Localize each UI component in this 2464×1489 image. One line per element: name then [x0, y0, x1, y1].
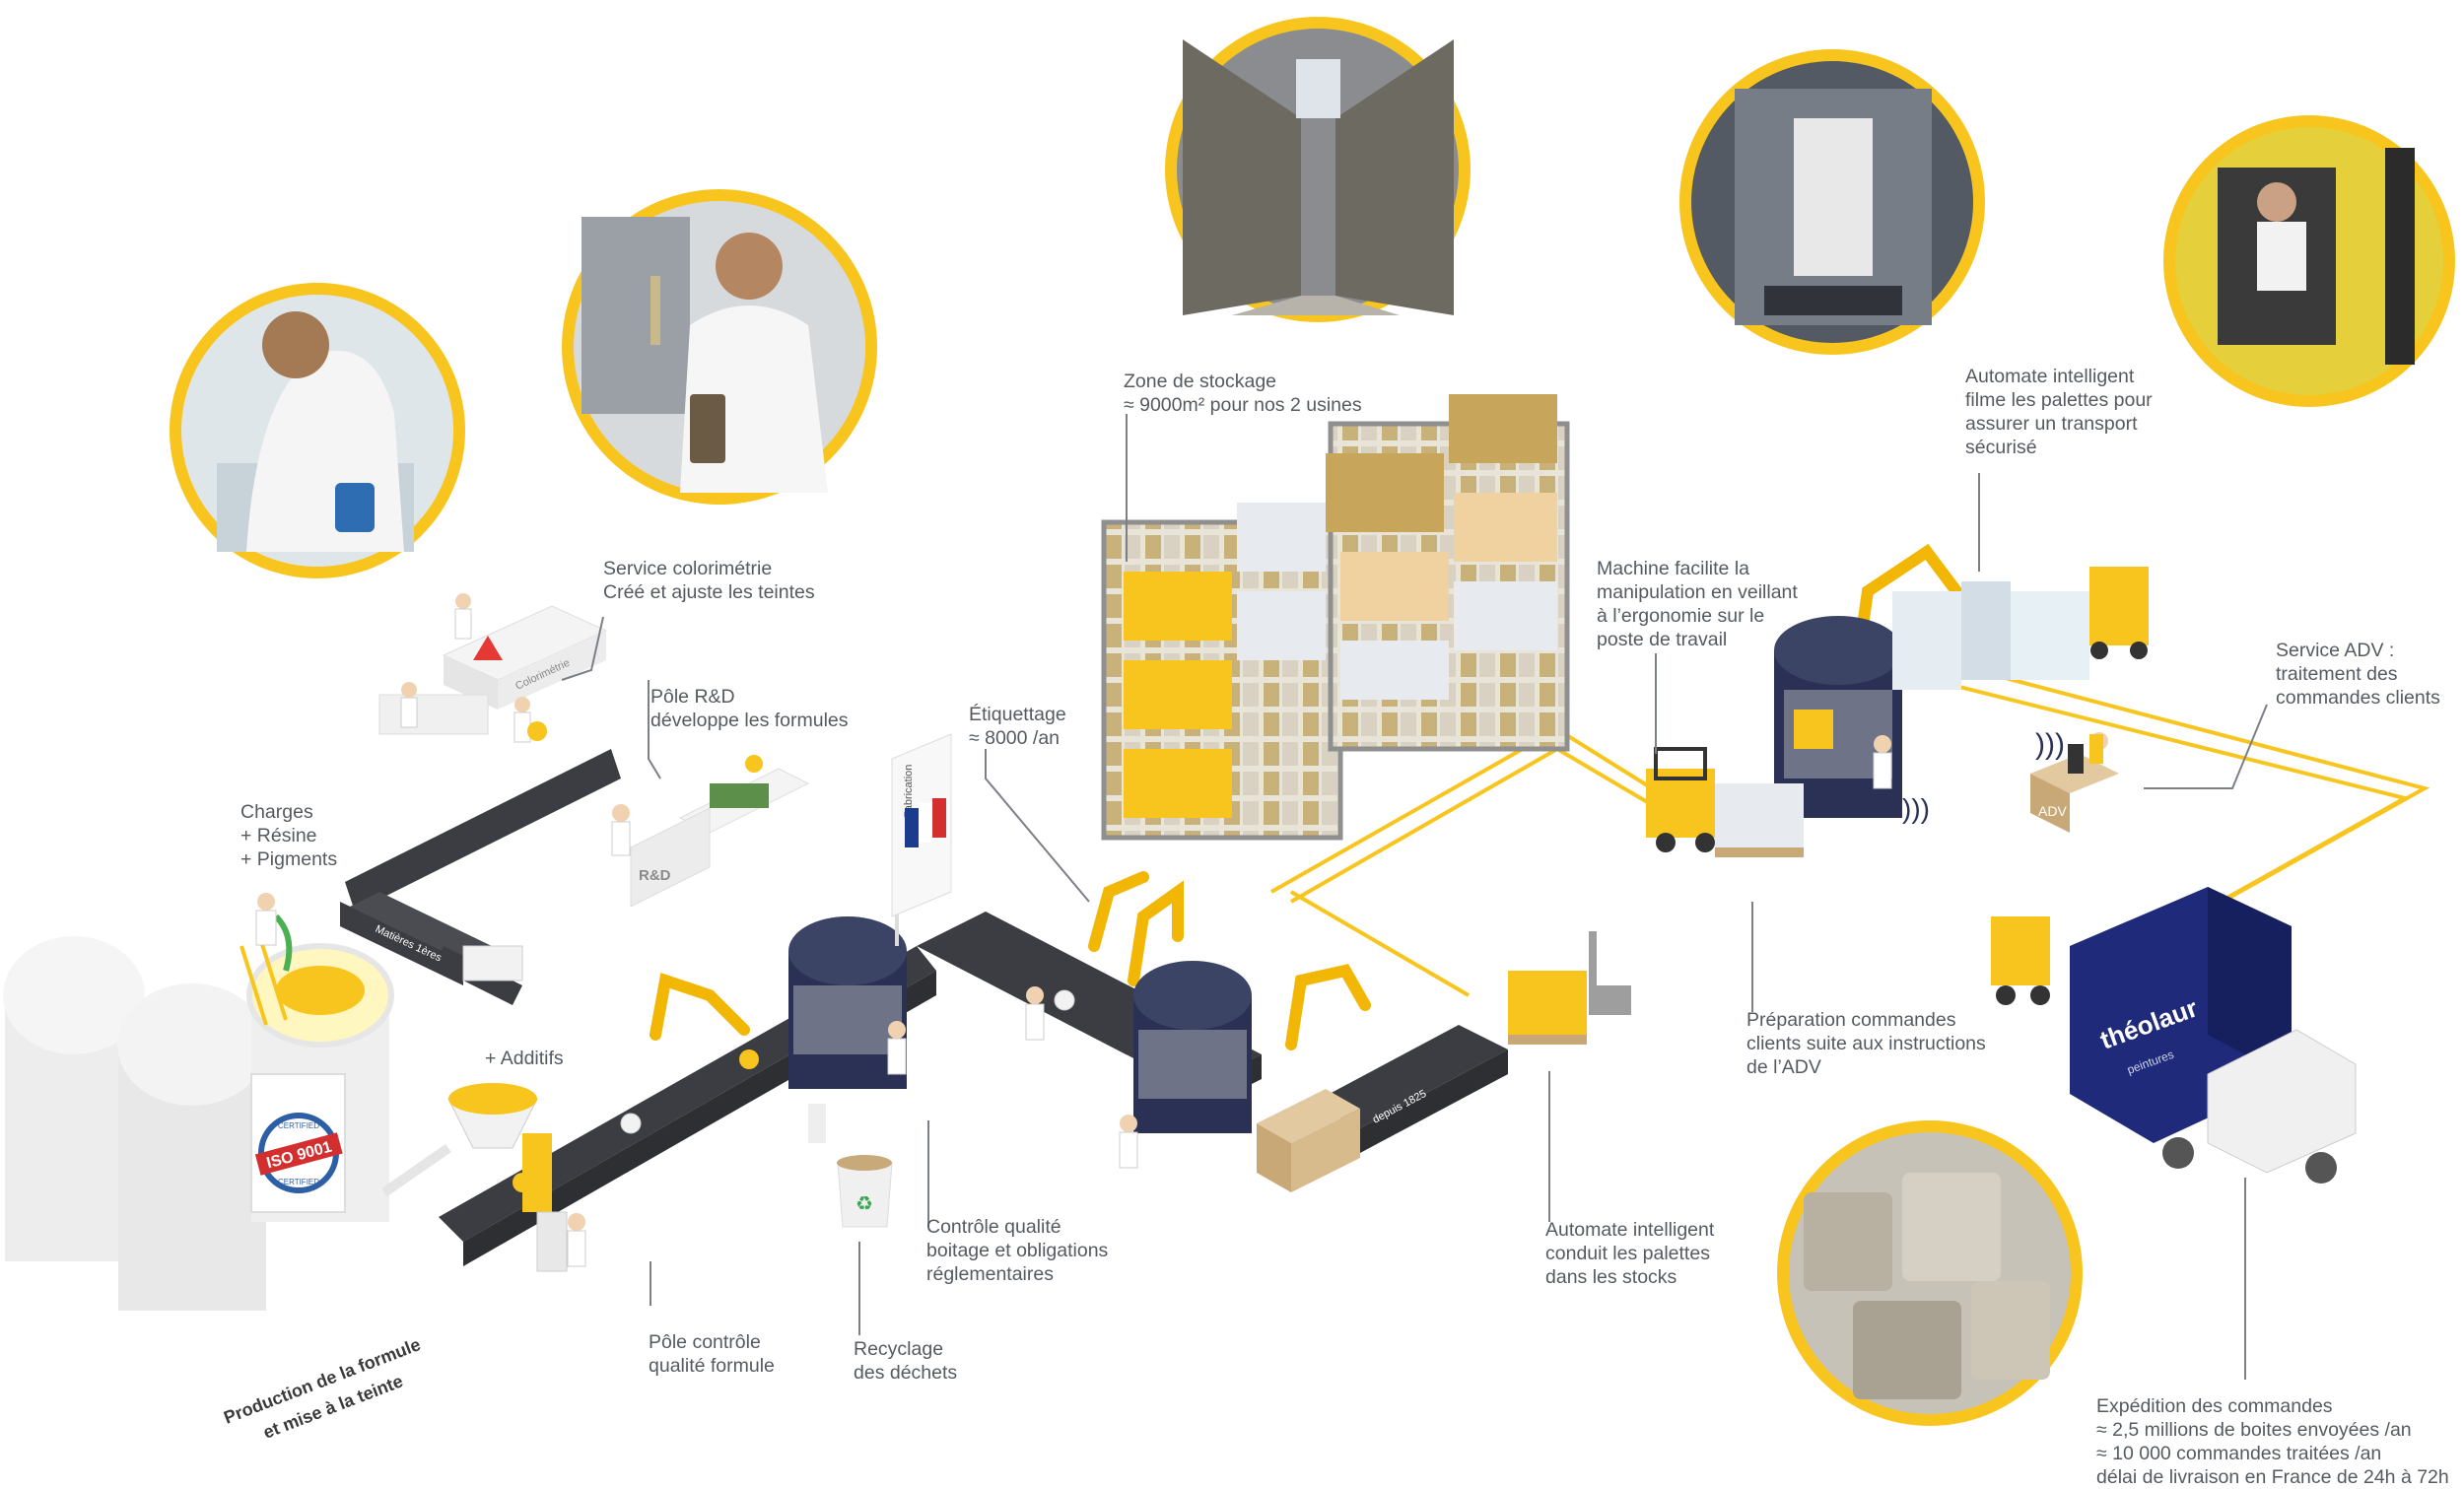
recycling-bag: ♻ — [837, 1155, 893, 1228]
leader-lines — [561, 414, 2268, 1380]
worker-on-ladder — [240, 893, 288, 1026]
capping-machine-1 — [788, 916, 907, 1143]
wood-pallets — [1257, 1089, 1360, 1192]
robot-arm-2 — [1128, 880, 1184, 986]
photo-warehouse-aisle — [1165, 17, 1471, 322]
label-charges: Charges + Résine + Pigments — [240, 801, 338, 870]
adv-text: ADV — [2038, 803, 2067, 819]
label-zone-stockage: Zone de stockage ≈ 9000m² pour nos 2 usi… — [1124, 371, 1362, 416]
signal-waves-icon: ))) — [2035, 728, 2065, 761]
storage-racks — [1101, 394, 1570, 841]
label-pole-controle: Pôle contrôle qualité formule — [649, 1331, 775, 1377]
forklift-preparation — [1646, 747, 1804, 857]
label-automate-filme: Automate intelligent filme les palettes … — [1965, 366, 2153, 458]
delivery-truck: théolaur peintures — [1991, 887, 2357, 1184]
pallet-output — [1508, 931, 1631, 1045]
mixer-hopper — [381, 1083, 586, 1272]
robot-arm-5 — [1088, 871, 1149, 952]
label-expedition: Expédition des commandes ≈ 2,5 millions … — [2096, 1395, 2449, 1488]
fabrication-text: Fabrication — [903, 765, 915, 818]
photo-chemist — [562, 189, 877, 505]
iso-9001-badge: ISO 9001 CERTIFIED CERTIFIED — [250, 1073, 346, 1213]
photo-packaging-machine — [1679, 49, 1985, 355]
label-controle-qualite: Contrôle qualité boitage et obligations … — [926, 1216, 1109, 1285]
robot-arm-3 — [1285, 964, 1371, 1050]
film-wrapper — [1892, 567, 2149, 690]
photo-paint-cans — [1777, 1120, 2083, 1426]
rd-desk: R&D — [611, 755, 810, 908]
label-automate-conduit: Automate intelligent conduit les palette… — [1545, 1219, 1715, 1288]
capping-machine-2 — [1133, 961, 1252, 1133]
photo-lab-technician — [170, 283, 465, 578]
label-pole-rd: Pôle R&D développe les formules — [650, 686, 849, 731]
label-additifs: + Additifs — [485, 1048, 564, 1069]
adv-desk: ADV ))) ))) — [1902, 728, 2119, 833]
raw-materials-conveyor: Matières 1ères Matières 1ères — [340, 749, 621, 1005]
fabrication-sign: Fabrication — [891, 733, 952, 946]
photo-forklift-driver — [2163, 115, 2455, 407]
iso-bottom-text: CERTIFIED — [278, 1178, 319, 1186]
label-service-colorimetrie: Service colorimétrie Créé et ajuste les … — [603, 558, 815, 603]
recycle-icon: ♻ — [856, 1193, 873, 1215]
france-flag-icon — [905, 798, 946, 847]
label-service-adv: Service ADV : traitement des commandes c… — [2276, 640, 2440, 709]
rd-desk-text: R&D — [639, 867, 671, 884]
label-recyclage: Recyclage des déchets — [854, 1338, 958, 1384]
iso-top-text: CERTIFIED — [278, 1121, 319, 1130]
label-etiquettage: Étiquettage ≈ 8000 /an — [969, 704, 1066, 749]
robot-arm-1 — [650, 973, 750, 1041]
wifi-waves-icon: ))) — [1902, 793, 1930, 824]
label-preparation: Préparation commandes clients suite aux … — [1746, 1009, 1986, 1078]
colorimetry-station: Colorimétrie — [378, 593, 608, 743]
label-machine-facilite: Machine facilite la manipulation en veil… — [1597, 558, 1798, 650]
